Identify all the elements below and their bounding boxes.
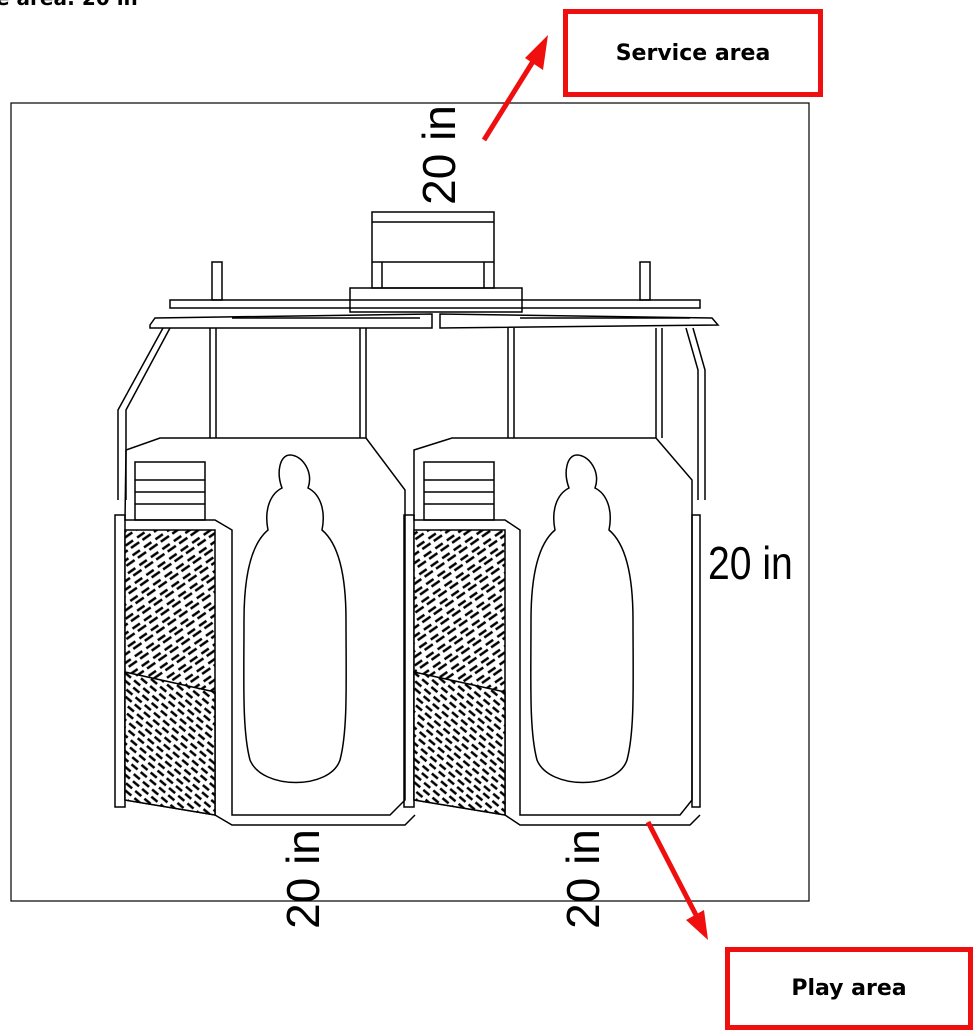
- header-text: e area: 20 in: [0, 0, 138, 10]
- left-seat-figure: [243, 454, 347, 784]
- bottom-left-clearance-label: 20 in: [276, 829, 329, 929]
- play-area-arrow: [645, 820, 708, 940]
- bottom-right-clearance-label: 20 in: [556, 829, 609, 929]
- right-clearance-label: 20 in: [708, 537, 793, 589]
- right-seat-figure: [530, 454, 634, 784]
- top-clearance-label: 20 in: [412, 105, 465, 205]
- service-area-callout: Service area: [563, 9, 823, 97]
- floor-area-frame: [10, 102, 810, 902]
- play-area-callout: Play area: [725, 947, 973, 1030]
- top-crossbar: [169, 299, 701, 309]
- service-area-arrow: [481, 35, 548, 142]
- top-service-panel: [371, 211, 495, 289]
